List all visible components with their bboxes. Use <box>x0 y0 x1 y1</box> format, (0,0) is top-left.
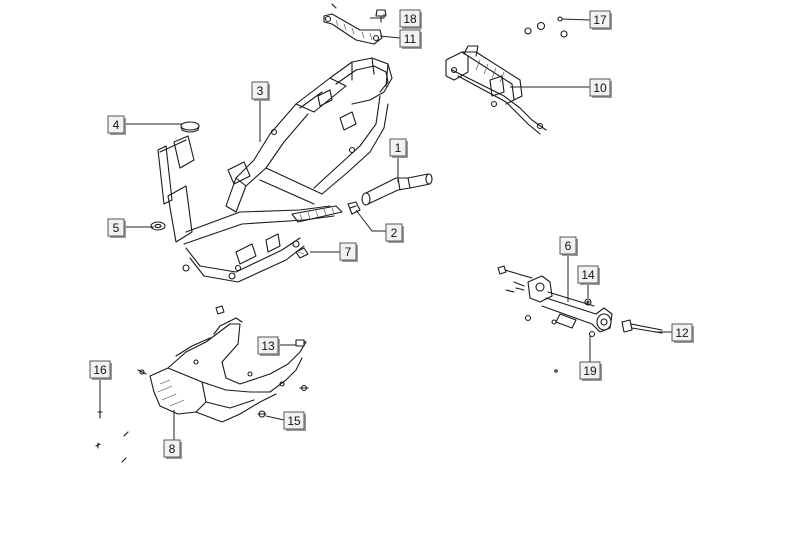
callout-number: 16 <box>93 363 107 377</box>
washer <box>584 298 592 306</box>
callout-17: 17 <box>589 10 612 30</box>
callout-box <box>257 336 279 355</box>
tube <box>361 173 433 206</box>
callout-number: 13 <box>261 339 275 353</box>
callout-10: 10 <box>589 78 612 98</box>
callout-box <box>579 361 601 380</box>
spacer <box>295 339 305 347</box>
callout-box <box>107 218 125 237</box>
callout-3: 3 <box>251 81 270 101</box>
callout-number: 18 <box>403 12 417 26</box>
callout-13: 13 <box>257 336 280 356</box>
callout-box <box>283 411 305 430</box>
grommet <box>150 221 166 231</box>
callout-number: 12 <box>675 326 689 340</box>
callout-number: 19 <box>583 364 597 378</box>
callout-box <box>589 10 611 29</box>
callout-number: 5 <box>113 221 120 235</box>
callout-19: 19 <box>579 361 602 381</box>
callout-number: 8 <box>169 442 176 456</box>
engine-mount-link <box>513 275 613 333</box>
leader-lines <box>99 14 672 440</box>
callout-box <box>163 439 181 458</box>
callout-12: 12 <box>671 323 694 343</box>
callout-6: 6 <box>559 236 578 256</box>
rear-bracket <box>323 13 383 45</box>
callout-box <box>251 81 269 100</box>
callout-number: 14 <box>581 268 595 282</box>
callout-number: 11 <box>404 32 417 46</box>
rear-carrier-bracket <box>445 45 547 135</box>
callout-box <box>559 236 577 255</box>
callout-7: 7 <box>339 242 358 262</box>
callout-number: 7 <box>345 245 352 259</box>
left-bolt <box>497 265 533 322</box>
callout-box <box>399 29 421 48</box>
nut <box>554 330 596 373</box>
footboard-support <box>149 305 307 423</box>
small-clip <box>295 247 309 259</box>
callout-18: 18 <box>399 9 422 29</box>
callout-16: 16 <box>89 360 112 380</box>
callout-number: 1 <box>395 141 402 155</box>
callout-number: 4 <box>113 118 120 132</box>
callout-number: 6 <box>565 239 572 253</box>
callout-box <box>589 78 611 97</box>
callout-box <box>399 9 421 28</box>
callout-2: 2 <box>385 223 404 243</box>
long-bolt <box>621 319 663 334</box>
callout-number: 2 <box>391 226 398 240</box>
callout-box <box>339 242 357 261</box>
callout-1: 1 <box>389 138 408 158</box>
nut-pair <box>524 16 568 38</box>
callout-15: 15 <box>283 411 306 431</box>
bolt-top <box>331 3 387 23</box>
callout-box <box>385 223 403 242</box>
callout-box <box>671 323 693 342</box>
callout-box <box>89 360 111 379</box>
callout-box <box>577 265 599 284</box>
main-frame <box>157 57 393 283</box>
callout-number: 3 <box>257 84 264 98</box>
callout-box <box>389 138 407 157</box>
callout-number: 15 <box>287 414 301 428</box>
callout-5: 5 <box>107 218 126 238</box>
callout-box <box>107 115 125 134</box>
screw-small <box>257 384 309 418</box>
callout-11: 11 <box>399 29 422 49</box>
rubber-cap <box>180 121 200 133</box>
callout-number: 10 <box>593 81 607 95</box>
callout-8: 8 <box>163 439 182 459</box>
callout-4: 4 <box>107 115 126 135</box>
screw <box>95 369 147 463</box>
callout-number: 17 <box>593 13 607 27</box>
callout-14: 14 <box>577 265 600 285</box>
